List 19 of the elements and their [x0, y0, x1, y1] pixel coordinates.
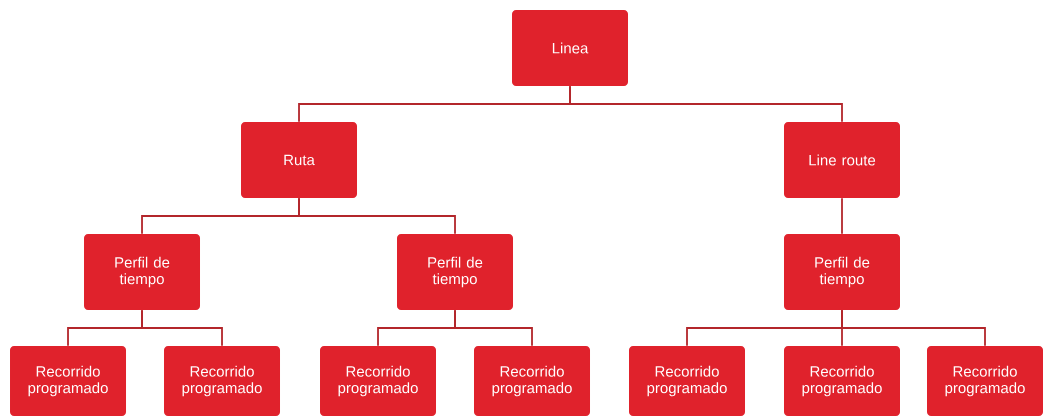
connector-line — [141, 309, 223, 347]
org-box: Recorrido programado — [784, 346, 900, 416]
org-box: Recorrido programado — [474, 346, 590, 416]
org-box: Linea — [512, 10, 628, 86]
org-box: Ruta — [241, 122, 357, 198]
org-box: Recorrido programado — [927, 346, 1043, 416]
org-box: Recorrido programado — [164, 346, 280, 416]
connector-line — [841, 309, 986, 347]
org-box: Recorrido programado — [320, 346, 436, 416]
connector-line — [569, 85, 843, 123]
connector-line — [841, 197, 843, 235]
connector-line — [298, 197, 456, 235]
org-box: Perfil de tiempo — [397, 234, 513, 310]
connector-line — [454, 309, 533, 347]
org-box: Perfil de tiempo — [784, 234, 900, 310]
org-box: Perfil de tiempo — [84, 234, 200, 310]
org-box: Line route — [784, 122, 900, 198]
org-box: Recorrido programado — [10, 346, 126, 416]
org-box: Recorrido programado — [629, 346, 745, 416]
